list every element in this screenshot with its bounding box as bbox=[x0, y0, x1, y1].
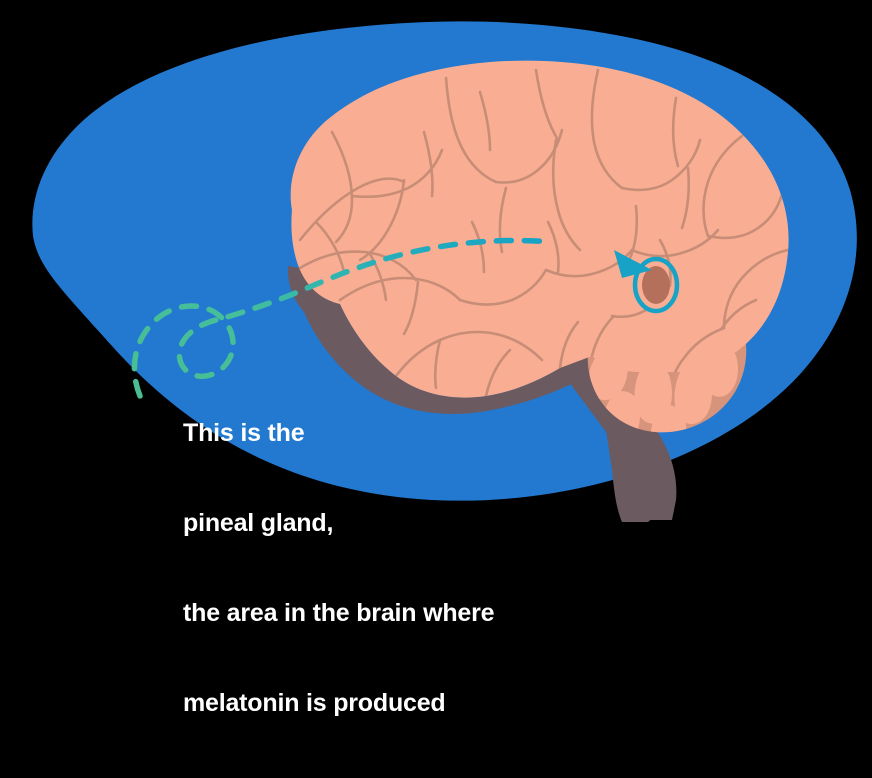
cerebrum bbox=[290, 60, 789, 398]
caption-line-4: melatonin is produced bbox=[183, 689, 446, 717]
brain-illustration bbox=[32, 21, 857, 522]
pineal-highlight-ring[interactable] bbox=[632, 256, 680, 314]
illustration-stage: This is the pineal gland, the area in th… bbox=[32, 21, 857, 717]
pointer-dashed-line bbox=[131, 237, 555, 399]
caption-line-3: the area in the brain where bbox=[183, 599, 495, 627]
pointer-arrowhead bbox=[614, 250, 652, 278]
pineal-gland[interactable] bbox=[642, 266, 670, 304]
